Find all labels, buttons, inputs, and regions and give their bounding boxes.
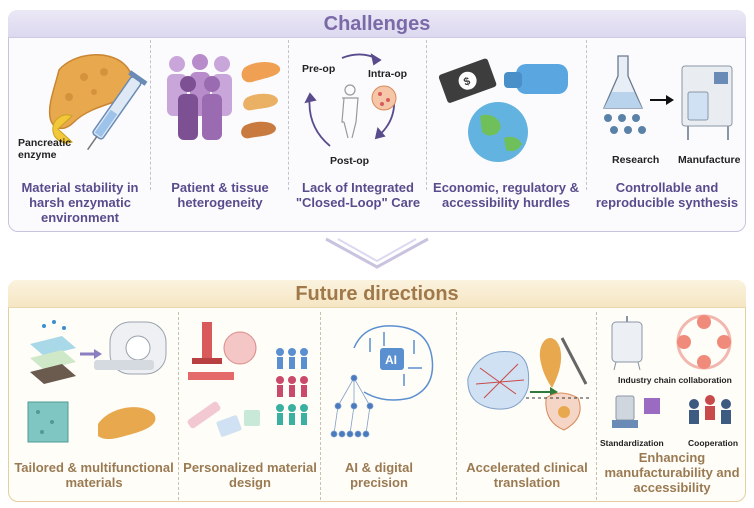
standardization-icon xyxy=(612,395,660,428)
challenge-2-label: Patient & tissue heterogeneity xyxy=(171,180,269,210)
direction-4-label: Accelerated clinical translation xyxy=(466,460,588,490)
direction-1-label: Tailored & multifunctional materials xyxy=(14,460,174,490)
future-title: Future directions xyxy=(8,280,746,308)
ai-chip-text: AI xyxy=(385,353,397,367)
pancreas-enzyme-illustration xyxy=(48,54,148,151)
closed-loop-cycle xyxy=(304,53,397,147)
body-outline-icon xyxy=(341,84,359,139)
pancreas-icon xyxy=(98,407,156,440)
challenges-title: Challenges xyxy=(8,10,746,38)
layered-scaffold-icon xyxy=(30,320,76,384)
scalpel-icon xyxy=(560,337,588,385)
intra-op-label: Intra-op xyxy=(368,68,408,80)
direction-5-label: Enhancing manufacturability and accessib… xyxy=(604,450,740,495)
industry-chain-label: Industry chain collaboration xyxy=(618,375,732,385)
neural-network-icon xyxy=(330,374,374,438)
people-group-icon xyxy=(167,54,232,140)
manufacturability-illustration xyxy=(611,314,732,428)
divider xyxy=(288,40,289,190)
divider xyxy=(456,312,457,500)
divider xyxy=(586,40,587,190)
pre-op-label: Pre-op xyxy=(302,63,336,75)
standardization-label: Standardization xyxy=(600,438,664,448)
economic-illustration: $ xyxy=(438,58,568,162)
pancreatic-enzyme-label: Pancreatic enzyme xyxy=(18,137,72,161)
flask-icon xyxy=(603,55,643,109)
challenge-5-label: Controllable and reproducible synthesis xyxy=(595,180,739,210)
bioprinter-icon xyxy=(188,322,257,380)
porous-cube-icon xyxy=(27,401,69,443)
challenge-4-label: Economic, regulatory & accessibility hur… xyxy=(433,180,579,210)
material-samples-icon xyxy=(187,401,260,437)
future-panel xyxy=(8,280,746,502)
clinical-translation-illustration xyxy=(467,337,592,431)
personalized-design-illustration xyxy=(187,322,308,437)
scaffold-mesh-icon xyxy=(467,351,530,410)
ai-illustration: AI xyxy=(330,325,434,438)
cooperation-icon xyxy=(689,395,731,424)
tissue-icon xyxy=(371,85,397,111)
divider xyxy=(596,312,597,500)
divider xyxy=(150,40,151,190)
people-diverse-icon xyxy=(276,348,308,425)
divider xyxy=(426,40,427,190)
patients-illustration xyxy=(167,54,281,140)
divider xyxy=(178,312,179,500)
synthesis-illustration xyxy=(603,55,733,140)
challenge-3-label: Lack of Integrated "Closed-Loop" Care xyxy=(295,180,421,210)
money-icon: $ xyxy=(438,58,497,103)
fist-icon xyxy=(504,64,568,94)
materials-illustration xyxy=(27,320,167,443)
chevron-down-icon xyxy=(325,237,429,269)
divider xyxy=(320,312,321,500)
mri-scanner-icon xyxy=(94,321,167,375)
cooperation-label: Cooperation xyxy=(688,438,739,448)
pancreas-icon xyxy=(539,337,562,388)
enzyme-icon xyxy=(52,114,73,144)
bioreactor-icon xyxy=(681,65,733,140)
arrow-right-icon xyxy=(650,95,674,105)
syringe-icon xyxy=(87,70,148,151)
ai-brain-icon xyxy=(353,325,434,401)
arrow-right-icon xyxy=(80,349,102,359)
manufacture-label: Manufacture xyxy=(678,154,741,166)
post-op-label: Post-op xyxy=(330,155,370,167)
direction-2-label: Personalized material design xyxy=(183,460,317,490)
ai-chip-icon xyxy=(380,348,404,370)
pancreas-variants-icon xyxy=(241,62,281,139)
bioreactor-icon xyxy=(611,316,643,371)
svg-text:$: $ xyxy=(462,75,472,88)
pancreas-icon xyxy=(48,54,133,129)
research-label: Research xyxy=(612,154,660,166)
particles-icon xyxy=(604,114,646,134)
challenge-1-label: Material stability in harsh enzymatic en… xyxy=(21,180,139,225)
implant-site-icon xyxy=(545,392,581,431)
collaboration-wheel-icon xyxy=(676,314,732,370)
globe-icon xyxy=(468,102,528,162)
direction-3-label: AI & digital precision xyxy=(345,460,413,490)
